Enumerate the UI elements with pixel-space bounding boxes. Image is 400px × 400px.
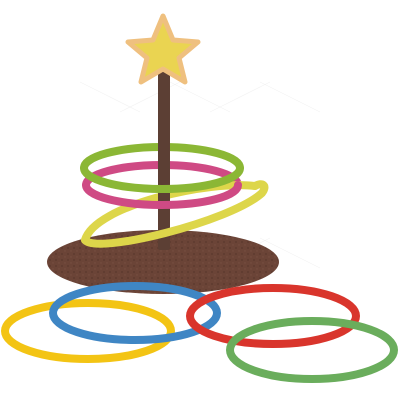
yellow-ring-ground	[1, 299, 175, 363]
green-ring-ground	[226, 317, 398, 383]
green-ring-front	[80, 164, 244, 193]
yellow-ring-tilted-front	[81, 180, 269, 248]
red-ring-ground	[186, 284, 360, 348]
blue-ring-ground	[49, 282, 221, 344]
star-icon	[125, 13, 201, 85]
pink-ring-front	[82, 181, 242, 209]
post	[158, 72, 170, 250]
